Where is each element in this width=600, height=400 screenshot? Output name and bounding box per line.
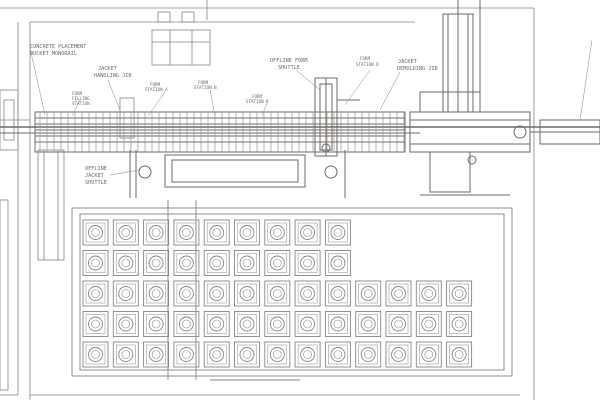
label-bucket-monorail: BUCKET MONORAIL (30, 51, 77, 57)
storage-cell (355, 280, 382, 307)
storage-cell (82, 311, 109, 337)
storage-cell (294, 219, 321, 246)
storage-cell (234, 280, 260, 307)
storage-cell (112, 341, 139, 368)
storage-cell (294, 280, 321, 307)
storage-cell (112, 219, 139, 246)
label-offline-jacket-1: OFFLINE (85, 166, 107, 172)
storage-cell (143, 219, 170, 246)
storage-cell (355, 311, 382, 337)
storage-cell (415, 341, 442, 368)
storage-cell (203, 311, 230, 337)
storage-cell (415, 280, 442, 307)
label-form-filling-3: STATION (72, 101, 90, 106)
storage-cell (173, 341, 200, 368)
main-conveyor-rail (0, 111, 600, 153)
storage-cell (112, 280, 139, 307)
storage-cell (264, 280, 291, 307)
storage-cell (173, 250, 200, 276)
storage-cell (82, 250, 109, 276)
label-jacket-handling-2: HANDLING JIB (94, 73, 131, 79)
drawing-labels: CONCRETE PLACEMENT BUCKET MONORAIL JACKE… (30, 44, 438, 186)
label-form-station-d-2: STATION D (356, 62, 379, 67)
storage-cell (203, 219, 230, 246)
label-concrete-placement: CONCRETE PLACEMENT (30, 44, 86, 50)
offline-jacket-shuttle-area (129, 150, 346, 198)
storage-cells (82, 219, 473, 368)
storage-cell (173, 311, 200, 337)
storage-cell (234, 250, 260, 276)
bucket-monorail (37, 97, 135, 261)
storage-cell (294, 250, 321, 276)
storage-cell (234, 341, 260, 368)
storage-cell (324, 311, 351, 337)
storage-cell (294, 311, 321, 337)
storage-cell (173, 219, 200, 246)
label-jacket-demolding-1: JACKET (398, 59, 417, 65)
storage-cell (203, 280, 230, 307)
storage-cell (234, 219, 260, 246)
storage-cell (324, 219, 351, 246)
storage-cell (446, 311, 473, 337)
storage-field (71, 200, 513, 381)
label-form-station-c-2: STATION C (246, 99, 269, 104)
label-offline-jacket-3: SHUTTLE (85, 180, 107, 186)
storage-cell (355, 341, 382, 368)
top-control-building (151, 0, 211, 66)
demolding-tower (409, 0, 600, 196)
label-offline-form-1: OFFLINE FORM (270, 58, 307, 64)
label-offline-form-2: SHUTTLE (278, 65, 300, 71)
storage-cell (415, 311, 442, 337)
label-offline-jacket-2: JACKET (85, 173, 104, 179)
storage-cell (203, 250, 230, 276)
storage-cell (82, 341, 109, 368)
storage-cell (294, 341, 321, 368)
storage-cell (446, 280, 473, 307)
label-jacket-demolding-2: DEMOLDING JIB (397, 66, 438, 72)
drawing-frame (0, 7, 535, 400)
storage-cell (446, 341, 473, 368)
offline-form-shuttle-tower (314, 77, 360, 157)
storage-cell (203, 341, 230, 368)
label-form-filling-1: FORM (72, 91, 83, 96)
storage-cell (112, 250, 139, 276)
storage-cell (143, 341, 170, 368)
label-form-station-a-2: STATION A (145, 87, 168, 92)
storage-cell (324, 280, 351, 307)
leader-lines (29, 39, 593, 176)
storage-cell (82, 280, 109, 307)
storage-cell (112, 311, 139, 337)
label-form-station-b-1: FORM (198, 80, 209, 85)
storage-cell (234, 311, 260, 337)
storage-cell (264, 250, 291, 276)
storage-cell (385, 341, 412, 368)
label-jacket-handling-1: JACKET (98, 66, 117, 72)
storage-cell (143, 311, 170, 337)
label-form-station-d-1: FORM (360, 56, 371, 61)
storage-cell (264, 341, 291, 368)
label-form-station-c-1: FORM (252, 94, 263, 99)
rail-ties (39, 112, 405, 152)
label-form-station-a-1: FORM (150, 82, 161, 87)
storage-cell (264, 219, 291, 246)
storage-cell (324, 341, 351, 368)
storage-cell (173, 280, 200, 307)
label-form-filling-2: FILLING (72, 96, 90, 101)
storage-cell (385, 311, 412, 337)
storage-cell (82, 219, 109, 246)
storage-cell (385, 280, 412, 307)
storage-cell (324, 250, 351, 276)
storage-cell (264, 311, 291, 337)
storage-cell (143, 250, 170, 276)
storage-cell (143, 280, 170, 307)
label-form-station-b-2: STATION B (194, 85, 217, 90)
